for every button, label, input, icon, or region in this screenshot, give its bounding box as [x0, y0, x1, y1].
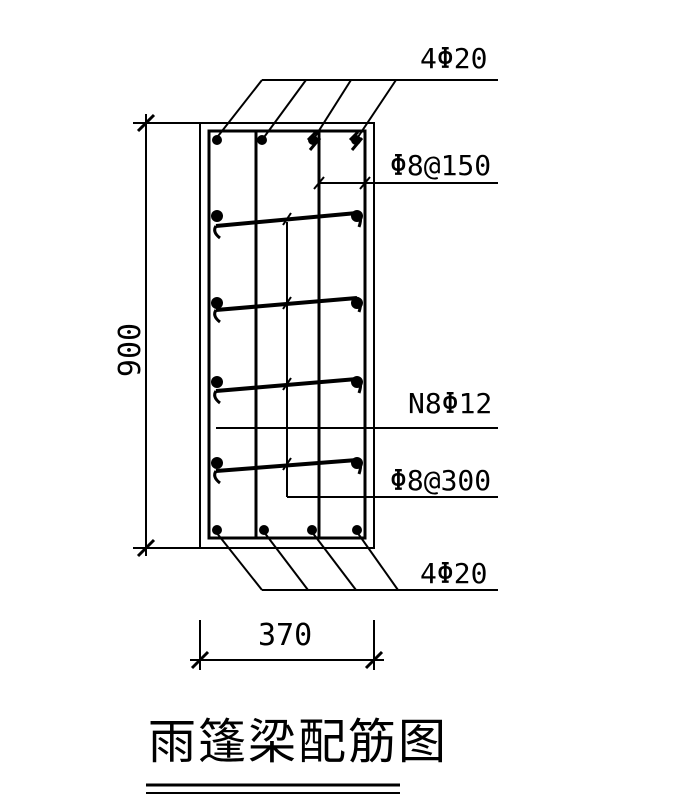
leader-top [261, 79, 307, 141]
dim-tick [136, 113, 156, 133]
rebar-top [351, 135, 361, 145]
leader-bot [263, 531, 309, 591]
tie-hook [213, 390, 221, 405]
leader-bot [215, 531, 263, 591]
dim-tick [364, 650, 384, 670]
tick-s150 [359, 176, 371, 190]
dim-tick [136, 538, 156, 558]
rebar-top [257, 135, 267, 145]
rebar-side [351, 297, 363, 309]
tie-hook [213, 470, 221, 485]
rebar-side [351, 210, 363, 222]
rebar-top [308, 135, 318, 145]
rebar-side [351, 376, 363, 388]
label-side-bars: N8Φ12 [408, 387, 493, 420]
label-tie-300: Φ8@300 [390, 464, 492, 497]
label-top-bars: 4Φ20 [420, 42, 488, 75]
rebar-bottom [212, 525, 222, 535]
rebar-bottom [352, 525, 362, 535]
leader-bot [356, 531, 399, 591]
dimension-height: 900 [113, 322, 149, 378]
label-bottom-bars: 4Φ20 [420, 557, 488, 590]
tie-tick [282, 457, 292, 471]
leader-top [312, 79, 352, 141]
dim-tick [190, 650, 210, 670]
rebar-bottom [307, 525, 317, 535]
outer-stirrup [207, 129, 367, 540]
rebar-side [211, 297, 223, 309]
tick-s150 [313, 176, 325, 190]
concrete-outline [199, 122, 375, 549]
rebar-side [211, 376, 223, 388]
rebar-top [212, 135, 222, 145]
rebar-side [211, 210, 223, 222]
tie-tick [282, 212, 292, 226]
rebar-bottom [259, 525, 269, 535]
drawing-title: 雨篷梁配筋图 [148, 714, 449, 770]
label-stirrup-150: Φ8@150 [390, 149, 492, 182]
leader-top [214, 79, 263, 141]
rebar-side [351, 457, 363, 469]
tie-tick [282, 377, 292, 391]
tie-hook [213, 225, 221, 240]
leader-top [355, 79, 397, 141]
leader-bot [311, 531, 357, 591]
tie-hook [213, 309, 221, 324]
dimension-width: 370 [258, 618, 313, 653]
tie-tick [282, 296, 292, 310]
rebar-side [211, 457, 223, 469]
